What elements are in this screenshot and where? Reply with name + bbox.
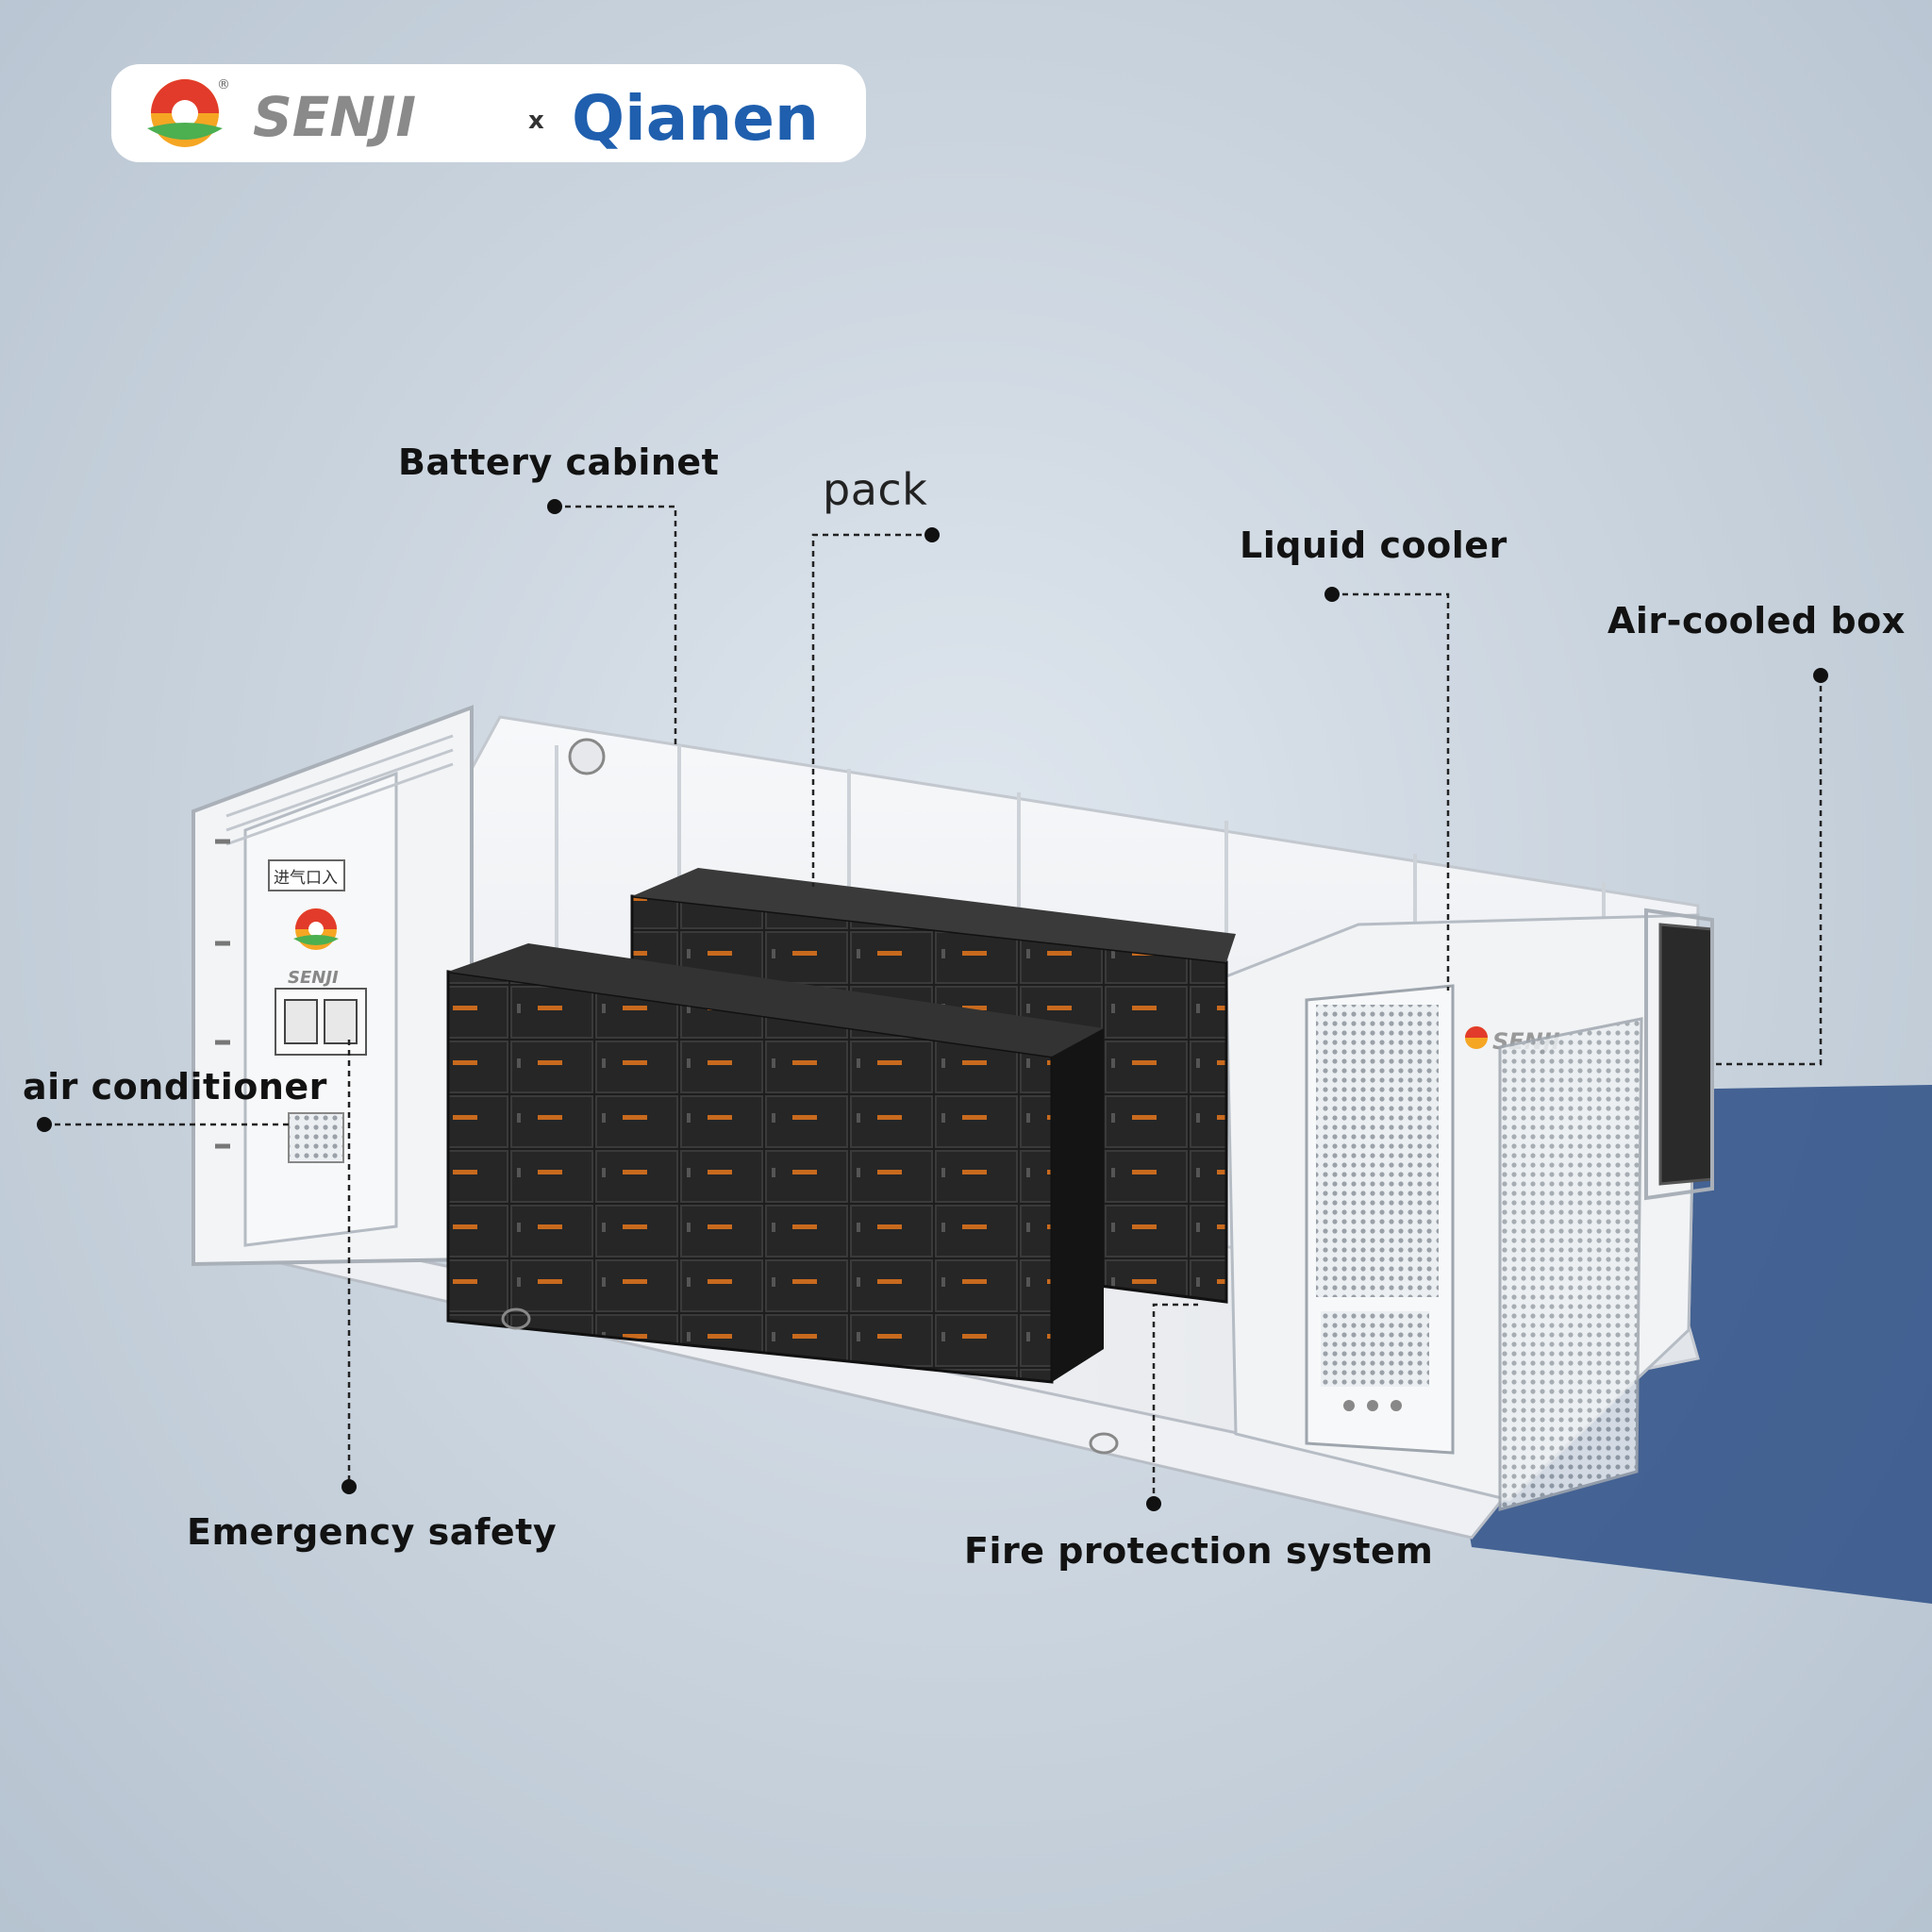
vent-port xyxy=(568,738,606,775)
logo-banner: ® SENJI x Qianen xyxy=(111,64,866,162)
emergency-button-right xyxy=(324,999,358,1044)
air-cooled-box-unit xyxy=(1658,923,1714,1186)
battery-rack-front-side xyxy=(1052,1028,1104,1382)
dot-battery-cabinet xyxy=(547,499,562,514)
container-left-door xyxy=(243,771,398,1247)
liquid-cooler-ports xyxy=(1343,1400,1402,1411)
callout-dots xyxy=(37,499,1828,1511)
cooler-logo-text: SENJI xyxy=(1492,1028,1560,1055)
door-sign-text: 进气口入 xyxy=(274,869,338,888)
right-mesh-wall xyxy=(1498,1017,1643,1511)
emergency-button-left xyxy=(284,999,318,1044)
label-fire-protection: Fire protection system xyxy=(964,1530,1434,1572)
liquid-cooler-unit xyxy=(1305,984,1455,1455)
back-wall-ribs xyxy=(555,745,1606,1321)
door-logo-icon xyxy=(293,908,339,950)
callout-leader-lines xyxy=(44,505,1823,1504)
label-liquid-cooler: Liquid cooler xyxy=(1240,525,1507,566)
registered-mark: ® xyxy=(217,77,230,92)
right-compartment xyxy=(1224,913,1700,1502)
qianen-logo-text: Qianen xyxy=(572,82,819,155)
emergency-button-panel xyxy=(275,988,367,1056)
container-base-beam xyxy=(199,1220,1512,1540)
logo-separator: x xyxy=(528,107,544,135)
container-floor xyxy=(441,1177,1700,1455)
senji-sun-icon xyxy=(147,79,223,147)
cooler-logo-icon xyxy=(1465,1026,1488,1049)
leader-liquid-cooler xyxy=(1332,592,1450,991)
liquid-cooler-lower-mesh xyxy=(1321,1311,1429,1387)
label-pack: pack xyxy=(823,464,928,515)
fork-hole-right xyxy=(1089,1432,1119,1455)
battery-rack-rear xyxy=(630,894,1228,1304)
label-air-conditioner: air conditioner xyxy=(23,1066,327,1108)
container-back-wall xyxy=(441,715,1700,1332)
container-left-end xyxy=(192,705,474,1267)
battery-rack-rear-top xyxy=(632,868,1236,962)
label-air-cooled-box: Air-cooled box xyxy=(1607,600,1906,641)
container-shadow xyxy=(1396,1085,1932,1604)
door-sign-plate xyxy=(268,859,345,891)
senji-logo-text: SENJI xyxy=(253,85,416,149)
dot-liquid-cooler xyxy=(1324,587,1340,602)
dot-pack xyxy=(924,527,940,542)
dot-fire-protection xyxy=(1146,1496,1161,1511)
dot-emergency-safety xyxy=(341,1479,357,1494)
leader-pack xyxy=(811,533,932,887)
battery-rack-front xyxy=(446,970,1054,1384)
leader-battery-cabinet xyxy=(555,505,677,745)
air-cooled-box-frame xyxy=(1644,908,1714,1201)
liquid-cooler-mesh xyxy=(1316,1005,1439,1297)
label-battery-cabinet: Battery cabinet xyxy=(398,441,720,483)
left-end-corrugation xyxy=(225,734,454,846)
fork-hole-left xyxy=(501,1307,531,1330)
leader-air-cooled-box xyxy=(1712,675,1823,1066)
leader-fire-protection xyxy=(1152,1303,1198,1504)
dot-air-cooled-box xyxy=(1813,668,1828,683)
door-logo-text: SENJI xyxy=(288,968,339,988)
label-emergency-safety: Emergency safety xyxy=(187,1511,558,1553)
air-conditioner-vent xyxy=(288,1112,344,1163)
dot-air-conditioner xyxy=(37,1117,52,1132)
battery-rack-front-top xyxy=(448,943,1104,1057)
logo-svg: ® SENJI x Qianen xyxy=(147,77,819,155)
